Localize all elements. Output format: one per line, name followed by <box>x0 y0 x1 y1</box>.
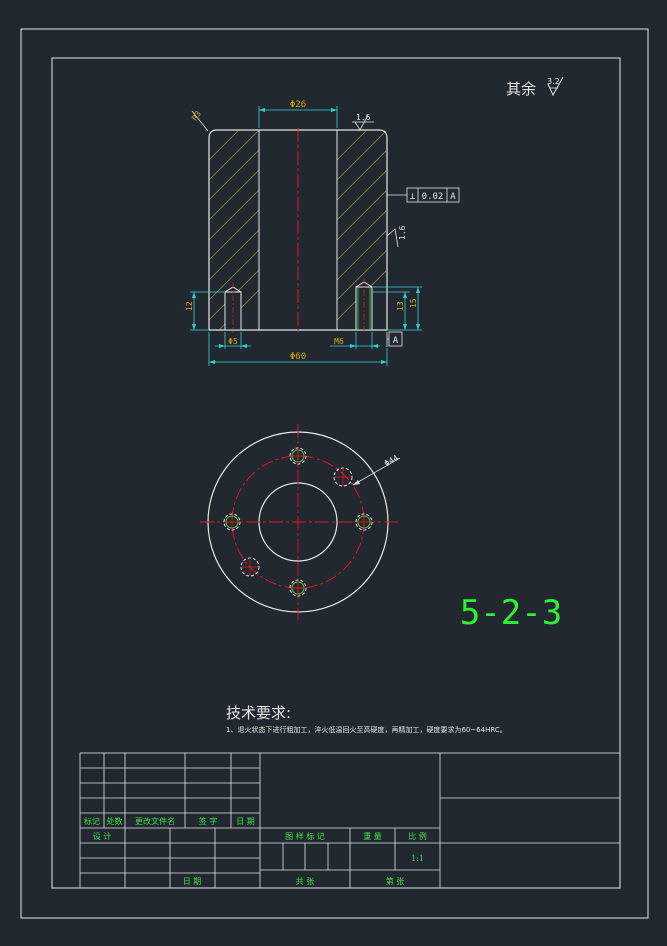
svg-text:1.6: 1.6 <box>356 113 371 122</box>
bore-diameter-dim: Φ26 <box>258 100 338 128</box>
svg-text:共 张: 共 张 <box>296 877 315 886</box>
datum-a: A <box>386 331 403 347</box>
svg-text:13: 13 <box>396 301 405 311</box>
tech-requirement-item: 1、退火状态下进行粗加工，淬火低温回火至高硬度，再精加工，硬度要求为60~64H… <box>226 725 507 734</box>
svg-text:A: A <box>450 192 456 202</box>
svg-text:12: 12 <box>185 301 194 311</box>
svg-text:比 例: 比 例 <box>408 831 427 841</box>
bolt-holes <box>223 447 373 597</box>
title-block <box>79 752 621 889</box>
top-roughness: 1.6 <box>352 113 374 131</box>
svg-text:M6: M6 <box>334 337 344 346</box>
svg-text:0.02: 0.02 <box>422 192 444 202</box>
left-depth-dim: 12 <box>185 291 224 331</box>
svg-text:重 量: 重 量 <box>363 831 382 841</box>
top-view: Φ44 <box>200 424 401 620</box>
svg-text:1:1: 1:1 <box>411 854 424 863</box>
roughness-note: 其余 3.2 <box>506 76 564 98</box>
inner-border <box>51 57 621 889</box>
tech-requirements-title: 技术要求: <box>226 704 291 722</box>
outer-border <box>20 28 649 919</box>
svg-text:处数: 处数 <box>107 816 123 826</box>
right-depth-dims: 13 15 <box>373 286 422 331</box>
roughness-note-label: 其余 <box>506 80 536 98</box>
drawing-number: 5-2-3 <box>460 593 562 633</box>
svg-text:Φ60: Φ60 <box>290 352 306 362</box>
technical-requirements: 技术要求: 1、退火状态下进行粗加工，淬火低温回火至高硬度，再精加工，硬度要求为… <box>226 704 507 734</box>
svg-text:15: 15 <box>409 298 418 308</box>
svg-text:标记: 标记 <box>84 816 100 826</box>
svg-text:Φ44: Φ44 <box>383 453 400 468</box>
svg-text:日 期: 日 期 <box>183 877 202 886</box>
front-view: R3 Φ26 1.6 ⊥ 0.02 A 1.6 <box>185 100 460 366</box>
svg-text:签 字: 签 字 <box>199 816 218 826</box>
svg-text:日 期: 日 期 <box>236 817 255 826</box>
left-hole-dim: Φ5 <box>215 332 251 349</box>
svg-text:设 计: 设 计 <box>93 831 112 841</box>
roughness-note-value: 3.2 <box>547 77 560 86</box>
title-block-text: 标记 处数 更改文件名 签 字 日 期 设 计 日 期 图 样 标 记 重 量 … <box>84 816 427 886</box>
svg-text:Φ5: Φ5 <box>228 337 238 346</box>
svg-text:更改文件名: 更改文件名 <box>135 816 175 826</box>
svg-text:第 张: 第 张 <box>386 876 405 886</box>
bore-diameter-label: Φ26 <box>290 100 306 110</box>
side-roughness: 1.6 <box>386 225 407 248</box>
thread-dim: M6 <box>330 332 380 349</box>
svg-text:⊥: ⊥ <box>410 192 416 202</box>
svg-text:A: A <box>393 336 399 346</box>
left-blind-hole <box>224 283 242 333</box>
svg-text:图 样 标 记: 图 样 标 记 <box>285 831 325 841</box>
geometric-tolerance: ⊥ 0.02 A <box>387 187 460 203</box>
part-outline <box>208 129 388 331</box>
pcd-dimension: Φ44 <box>352 453 401 486</box>
svg-text:1.6: 1.6 <box>398 225 407 240</box>
outer-diameter-dim: Φ60 <box>208 332 388 366</box>
right-threaded-hole <box>355 278 373 333</box>
section-hatching-right <box>337 131 386 321</box>
